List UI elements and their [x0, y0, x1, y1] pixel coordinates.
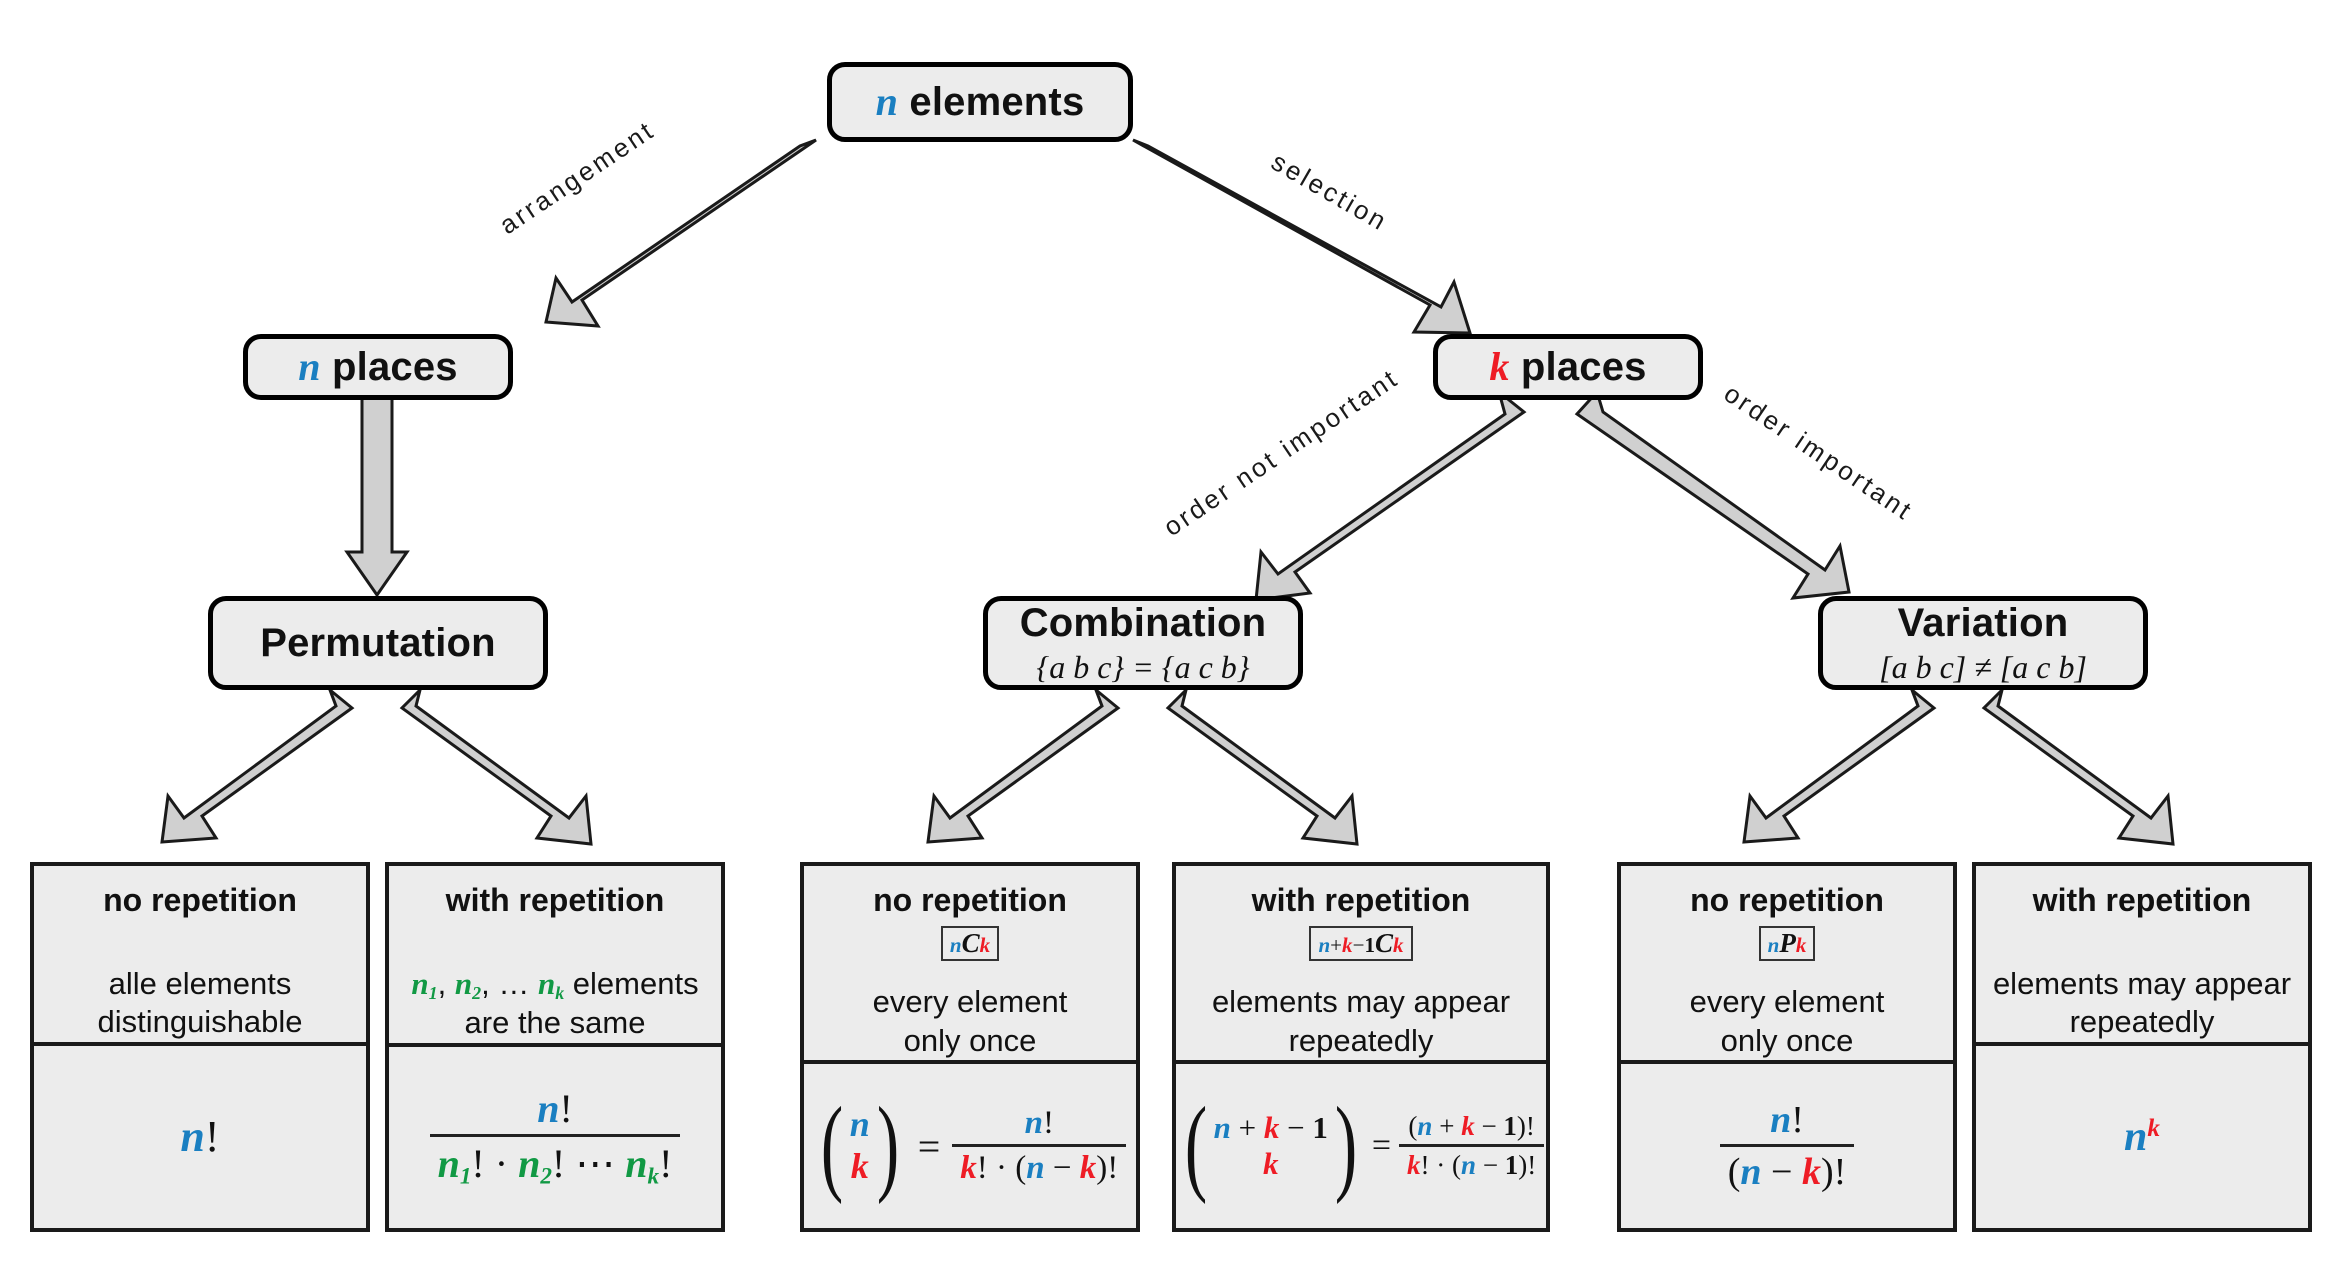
- fraction-denominator: n1! · n2! ⋯ nk!: [429, 1133, 681, 1190]
- symbol-factorial: !: [204, 1112, 220, 1162]
- leaf-description-line2: repeatedly: [1288, 1022, 1434, 1058]
- arrow-combination-to-with-repetition: [1165, 685, 1359, 846]
- node-k-places-label: k places: [1489, 344, 1647, 390]
- leaf-formula: nk: [1976, 1046, 2308, 1228]
- leaf-formula: ( n + k − 1 k ) = (n + k − 1)! k! · (n −…: [1176, 1064, 1546, 1228]
- leaf-description-line1: every element: [1689, 984, 1885, 1020]
- node-k-places-text: places: [1520, 345, 1647, 389]
- node-n-places-label: n places: [298, 344, 458, 390]
- node-combination[interactable]: Combination {a b c} = {a c b}: [983, 596, 1303, 690]
- edge-label-order-important: order important: [1718, 377, 1920, 527]
- node-n-places[interactable]: n places: [243, 334, 513, 400]
- leaf-upper: no repetition alle elements distinguisha…: [34, 866, 366, 1046]
- leaf-heading: no repetition: [103, 882, 297, 918]
- arrow-variation-to-with-repetition: [1981, 685, 2175, 846]
- leaf-combination-no-repetition[interactable]: no repetition nCk every element only onc…: [800, 862, 1140, 1232]
- leaf-formula: n!: [34, 1046, 366, 1228]
- leaf-description-line2: only once: [1720, 1022, 1854, 1058]
- leaf-heading: no repetition: [1690, 882, 1884, 918]
- symbol-n: n: [298, 344, 321, 389]
- leaf-description-line1: alle elements: [108, 966, 292, 1001]
- symbol-n: n: [875, 79, 899, 124]
- leaf-heading: with repetition: [445, 882, 665, 918]
- leaf-combination-with-repetition[interactable]: with repetition n+k−1Ck elements may app…: [1172, 862, 1550, 1232]
- leaf-variation-no-repetition[interactable]: no repetition nPk every element only onc…: [1617, 862, 1957, 1232]
- arrow-combination-to-no-repetition: [926, 685, 1121, 844]
- symbol-k-exponent: k: [2147, 1115, 2160, 1143]
- edge-label-order-not-important: order not important: [1157, 362, 1405, 543]
- leaf-formula: n! (n − k)!: [1621, 1064, 1953, 1228]
- leaf-variation-with-repetition[interactable]: with repetition elements may appear repe…: [1972, 862, 2312, 1232]
- fraction-numerator: n!: [537, 1085, 573, 1131]
- leaf-description: every element only once: [873, 983, 1068, 1060]
- leaf-description-line2: distinguishable: [97, 1004, 303, 1040]
- symbol-nk: nk: [537, 966, 565, 1004]
- fraction-numerator: n!: [1770, 1099, 1804, 1142]
- node-variation-title: Variation: [1897, 600, 2069, 645]
- edge-label-selection: selection: [1266, 146, 1394, 238]
- leaf-upper: no repetition nCk every element only onc…: [804, 866, 1136, 1065]
- leaf-description-line1: elements may appear: [1211, 984, 1511, 1020]
- leaf-upper: with repetition elements may appear repe…: [1976, 866, 2308, 1046]
- binomial-coefficient: ( n k ): [820, 1085, 899, 1205]
- node-n-elements[interactable]: n elements: [827, 62, 1133, 142]
- leaf-description-line1: every element: [872, 984, 1068, 1020]
- arrow-variation-to-no-repetition: [1742, 685, 1937, 844]
- symbol-n: n: [180, 1112, 205, 1162]
- node-variation[interactable]: Variation [a b c] ≠ [a c b]: [1818, 596, 2148, 690]
- leaf-description: every element only once: [1690, 983, 1885, 1060]
- leaf-description-line2: are the same: [464, 1005, 646, 1041]
- fraction-denominator: (n − k)!: [1719, 1144, 1855, 1194]
- edge-label-arrangement: arrangement: [493, 114, 661, 241]
- fraction-numerator: n!: [1024, 1105, 1054, 1142]
- arrow-k-places-to-variation: [1574, 389, 1851, 600]
- leaf-upper: no repetition nPk every element only onc…: [1621, 866, 1953, 1065]
- leaf-upper: with repetition n+k−1Ck elements may app…: [1176, 866, 1546, 1065]
- node-k-places[interactable]: k places: [1433, 334, 1703, 400]
- leaf-description: n1, n2, … nk elements are the same: [411, 965, 698, 1043]
- leaf-heading: with repetition: [1251, 882, 1471, 918]
- fraction-denominator: k! · (n − 1)!: [1399, 1144, 1545, 1181]
- node-permutation[interactable]: Permutation: [208, 596, 548, 690]
- notation-nCk: nCk: [940, 926, 1000, 962]
- arrow-permutation-to-with-repetition: [399, 685, 593, 846]
- node-n-elements-label: n elements: [875, 79, 1085, 125]
- notation-nPk: nPk: [1758, 926, 1816, 962]
- symbol-n: n: [2124, 1114, 2148, 1161]
- node-n-places-text: places: [332, 345, 458, 389]
- fraction-denominator: k! · (n − k)!: [952, 1144, 1127, 1187]
- leaf-permutation-no-repetition[interactable]: no repetition alle elements distinguisha…: [30, 862, 370, 1232]
- leaf-permutation-with-repetition[interactable]: with repetition n1, n2, … nk elements ar…: [385, 862, 725, 1232]
- notation-n-plus-k-minus-1-C-k: n+k−1Ck: [1309, 926, 1413, 962]
- leaf-heading: no repetition: [873, 882, 1067, 918]
- equals-sign: =: [917, 1123, 941, 1169]
- node-n-elements-text: elements: [909, 80, 1085, 124]
- leaf-description-line2: repeatedly: [2069, 1004, 2215, 1040]
- leaf-upper: with repetition n1, n2, … nk elements ar…: [389, 866, 721, 1047]
- leaf-description: elements may appear repeatedly: [1212, 983, 1510, 1060]
- leaf-heading: with repetition: [2032, 882, 2252, 918]
- leaf-formula: n! n1! · n2! ⋯ nk!: [389, 1047, 721, 1228]
- arrow-n-places-to-permutation: [344, 388, 410, 598]
- binomial-coefficient: ( n + k − 1 k ): [1184, 1085, 1358, 1205]
- leaf-description-line2: only once: [903, 1022, 1037, 1058]
- node-permutation-title: Permutation: [260, 621, 496, 665]
- symbol-n1: n1: [411, 966, 438, 1004]
- equals-sign: =: [1371, 1127, 1392, 1165]
- arrow-permutation-to-no-repetition: [160, 685, 355, 844]
- fraction-numerator: (n + k − 1)!: [1408, 1111, 1535, 1142]
- node-combination-title: Combination: [1019, 600, 1267, 645]
- node-variation-subtitle: [a b c] ≠ [a c b]: [1879, 648, 2087, 685]
- leaf-description: elements may appear repeatedly: [1993, 965, 2291, 1042]
- leaf-description-line1: n1, n2, … nk elements: [411, 966, 699, 1004]
- symbol-k: k: [1489, 344, 1510, 389]
- leaf-formula: ( n k ) = n! k! · (n − k)!: [804, 1064, 1136, 1228]
- symbol-n2: n2: [454, 966, 482, 1004]
- leaf-description-line1: elements may appear: [1992, 966, 2292, 1001]
- node-combination-subtitle: {a b c} = {a c b}: [1036, 648, 1250, 685]
- leaf-description: alle elements distinguishable: [97, 965, 302, 1042]
